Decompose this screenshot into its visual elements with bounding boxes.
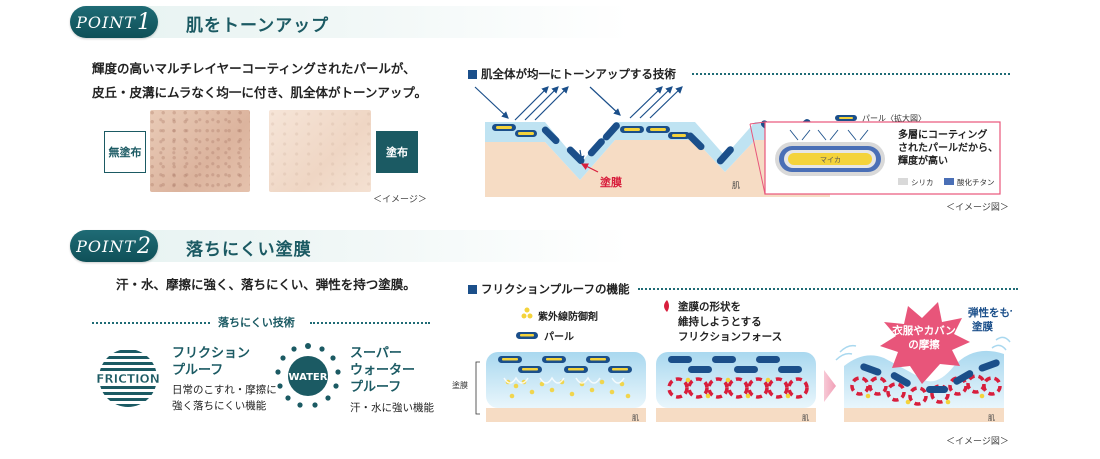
legend-titanium: 酸化チタン [957,177,995,187]
point1-heading-dotline [692,73,1010,75]
tech-dotline-right [310,322,430,324]
panel3-film [844,350,1004,408]
before-label: 無塗布 [104,131,146,173]
point2-header-band [70,230,630,262]
elastic-line1: 弾性をもつ [968,306,1012,319]
skin-before-image [150,110,250,192]
point2-diagram-caption: ＜イメージ図＞ [946,437,1009,447]
tone-up-diagram: 塗膜 肌 パール〈拡大図〉 マイカ 多層にコーティング されたパールだから、 輝… [474,86,1001,197]
point2-heading-dotline [638,288,1018,290]
legend-pearl: パール [544,331,574,343]
friction-logo-text: FRICTION [96,372,160,386]
friction-desc-line2: 強く落ちにくい機能 [172,400,267,412]
friction-burst [880,302,970,384]
heading-square-icon [468,69,477,79]
friction-logo: FRICTION [96,349,160,407]
panel2-skin [656,408,816,422]
force-line2: 維持しようとする [678,315,762,328]
water-name-line2: ウォーター [350,363,416,378]
skin-after-image [269,110,371,192]
point2-diagram-heading-text: フリクションプルーフの機能 [481,282,630,296]
panel3-skin-label: 肌 [988,414,995,422]
point2-badge-word: POINT [76,236,136,256]
water-desc: 汗・水に強い機能 [350,402,434,414]
point1-body-line1: 輝度の高いマルチレイヤーコーティングされたパールが、 [92,61,416,76]
heading-square-icon [468,284,477,294]
burst-line1: 衣服やカバン [892,324,956,337]
elastic-line2: 塗膜 [972,320,993,333]
point2-body: 汗・水、摩擦に強く、落ちにくい、弾性を持つ塗膜。 [116,277,416,292]
after-label: 塗布 [376,131,418,173]
panel1-skin-label: 肌 [632,414,639,422]
legend-uv: 紫外線防御剤 [538,310,598,323]
pearl-desc-line2: されたパールだから、 [898,142,998,154]
point1-diagram-caption: ＜イメージ図＞ [946,203,1009,213]
film-layer [485,122,830,180]
force-line3: フリクションフォース [678,331,782,343]
point1-body-line2: 皮丘・皮溝にムラなく均一に付き、肌全体がトーンアップ。 [92,85,428,100]
water-logo: WATER [275,343,341,408]
point1-badge-word: POINT [76,12,136,32]
point2-badge-number: 2 [136,233,152,259]
friction-name-line2: プルーフ [172,363,224,378]
tech-dotline-left [92,322,210,324]
point1-diagram-heading: 肌全体が均一にトーンアップする技術 [468,66,676,82]
water-logo-text: WATER [289,372,328,383]
film-bracket-label: 塗膜 [452,380,468,390]
point1-header-band [70,6,630,38]
water-name-line1: スーパー [350,346,402,361]
panel2-skin-label: 肌 [802,414,809,422]
skin-layer [485,140,830,197]
film-label: 塗膜 [600,175,622,189]
point2-title: 落ちにくい塗膜 [186,240,312,260]
pearl-legend-label: パール〈拡大図〉 [862,113,926,123]
tech-heading: 落ちにくい技術 [218,316,295,329]
pearl-desc-line1: 多層にコーティング [898,128,987,141]
friction-desc-line1: 日常のこすれ・摩擦に [172,384,277,396]
point1-diagram-heading-text: 肌全体が均一にトーンアップする技術 [481,67,676,81]
process-arrow-icon [824,370,836,402]
core-label: マイカ [820,156,841,164]
point2-diagram-heading: フリクションプルーフの機能 [468,281,629,297]
point1-image-caption: ＜イメージ＞ [373,195,427,205]
panel3-skin [844,408,1004,422]
pearl-desc-line3: 輝度が高い [898,154,948,167]
water-name-line3: プルーフ [350,380,402,395]
friction-name-line1: フリクション [172,346,251,361]
panel1-skin [486,408,646,422]
force-line1: 塗膜の形状を [678,300,741,313]
legend-silica: シリカ [911,178,934,187]
skin-label: 肌 [732,181,740,190]
friction-proof-diagram: 紫外線防御剤 パール 塗膜の形状を 維持しようとする フリクションフォース 塗膜… [452,300,1012,422]
point1-title: 肌をトーンアップ [186,16,330,36]
burst-line2: の摩擦 [908,338,940,351]
point1-badge-number: 1 [136,9,152,35]
